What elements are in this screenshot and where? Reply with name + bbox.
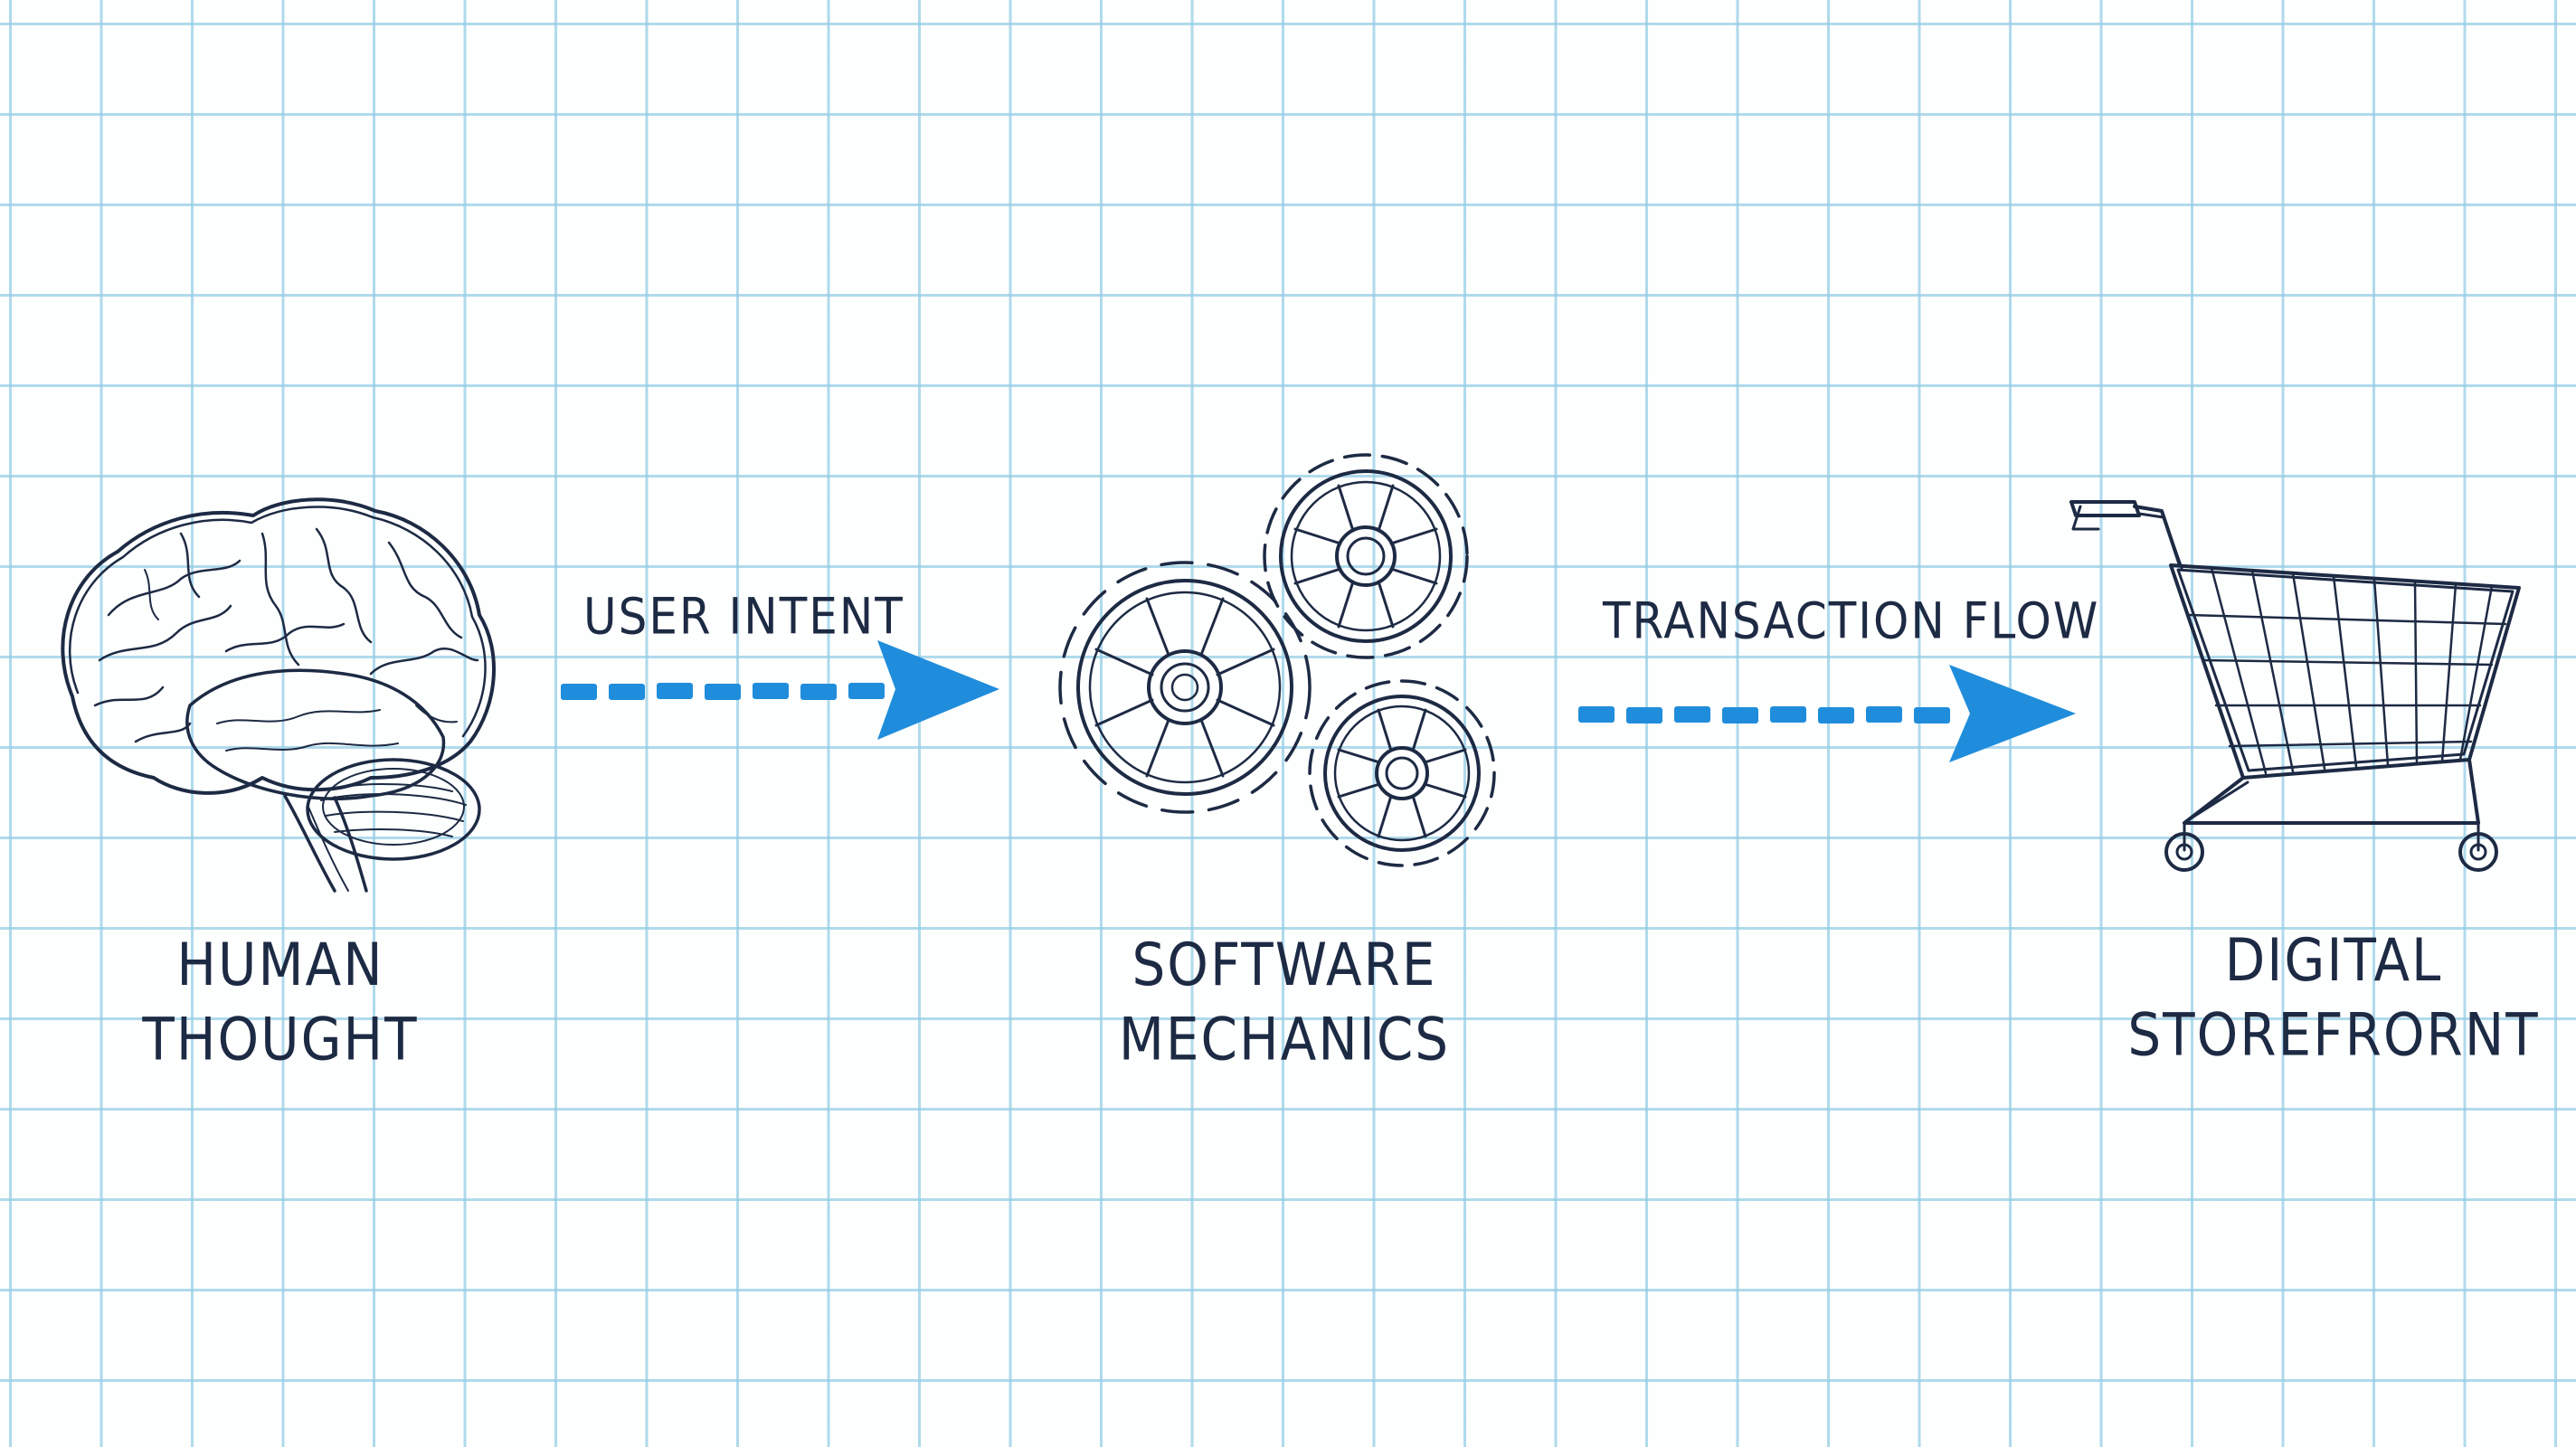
node-label-digital-storefront: DIGITAL STOREFRORNT [2080, 922, 2576, 1073]
arrow-transaction-flow [1578, 665, 2076, 762]
node-label-line: HUMAN [176, 930, 384, 999]
node-label-line: THOUGHT [142, 1005, 419, 1074]
brain-icon [61, 497, 496, 893]
small-gear-top-icon [1263, 453, 1469, 659]
node-label-software-mechanics: SOFTWARE MECHANICS [1103, 927, 1465, 1077]
node-label-line: DIGITAL [2224, 925, 2443, 995]
small-gear-bottom-icon [1308, 679, 1496, 867]
node-label-line: MECHANICS [1118, 1005, 1451, 1074]
node-label-human-thought: HUMAN THOUGHT [99, 927, 461, 1077]
node-label-line: STOREFRORNT [2127, 1000, 2540, 1070]
edge-label-transaction-flow: TRANSACTION FLOW [1603, 592, 2100, 650]
gears-icon [1058, 453, 1496, 867]
node-label-line: SOFTWARE [1132, 930, 1437, 999]
edge-label-user-intent: USER INTENT [583, 588, 904, 646]
arrow-user-intent [561, 640, 999, 740]
shopping-cart-icon [2069, 500, 2521, 872]
large-gear-icon [1058, 561, 1312, 814]
